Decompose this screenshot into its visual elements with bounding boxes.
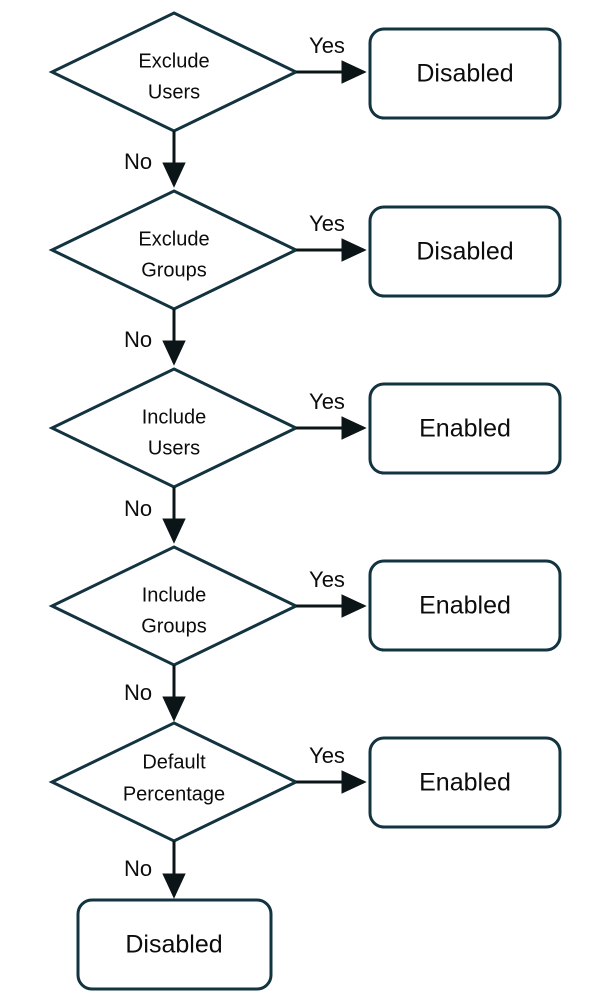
terminal-box-shape — [368, 559, 562, 652]
edge-yes-4: Yes — [296, 567, 367, 618]
outcome-enabled-1[interactable]: Enabled — [368, 382, 562, 475]
decision-include-groups[interactable]: Include Groups — [48, 545, 300, 667]
decision-diamond-shape — [48, 721, 300, 843]
outcome-enabled-3[interactable]: Enabled — [368, 736, 562, 829]
decision-label-line2: Percentage — [123, 783, 225, 805]
terminal-box-shape — [368, 27, 562, 120]
terminal-box-shape — [368, 736, 562, 829]
edge-label-no: No — [124, 149, 152, 174]
edge-yes-1: Yes — [296, 33, 367, 84]
edge-label-no: No — [124, 680, 152, 705]
terminal-label: Disabled — [125, 931, 222, 959]
edge-label-no: No — [124, 327, 152, 352]
edge-label-yes: Yes — [309, 743, 345, 768]
terminal-label: Enabled — [419, 415, 511, 443]
edge-label-no: No — [124, 496, 152, 521]
outcome-disabled-2[interactable]: Disabled — [368, 205, 562, 298]
decision-label-line1: Exclude — [138, 228, 209, 250]
decision-label-line2: Groups — [141, 615, 207, 637]
decision-label-line1: Exclude — [138, 50, 209, 72]
terminal-label: Disabled — [416, 60, 513, 88]
decision-default-percentage[interactable]: Default Percentage — [48, 721, 300, 843]
edge-label-yes: Yes — [309, 33, 345, 58]
terminal-label: Enabled — [419, 592, 511, 620]
decision-include-users[interactable]: Include Users — [48, 367, 300, 489]
edge-yes-5: Yes — [296, 743, 367, 794]
decision-label-line2: Users — [148, 437, 200, 459]
terminal-box-shape — [368, 382, 562, 475]
edge-yes-3: Yes — [296, 389, 367, 440]
outcome-enabled-2[interactable]: Enabled — [368, 559, 562, 652]
edge-no-3: No — [124, 487, 186, 544]
edge-no-2: No — [124, 309, 186, 366]
edge-no-5: No — [124, 841, 186, 899]
decision-label-line2: Groups — [141, 259, 207, 281]
outcome-disabled-final[interactable]: Disabled — [76, 898, 273, 991]
edge-no-4: No — [124, 665, 186, 722]
terminal-label: Disabled — [416, 238, 513, 266]
edge-label-yes: Yes — [309, 567, 345, 592]
decision-label-line1: Default — [142, 751, 206, 773]
decision-exclude-groups[interactable]: Exclude Groups — [48, 189, 300, 311]
decision-label-line1: Include — [142, 406, 207, 428]
terminal-label: Enabled — [419, 769, 511, 797]
edge-label-yes: Yes — [309, 211, 345, 236]
decision-exclude-users[interactable]: Exclude Users — [48, 11, 300, 133]
terminal-box-shape — [76, 898, 273, 991]
terminal-box-shape — [368, 205, 562, 298]
edge-no-1: No — [124, 131, 186, 188]
edge-label-no: No — [124, 856, 152, 881]
edge-yes-2: Yes — [296, 211, 367, 262]
edge-label-yes: Yes — [309, 389, 345, 414]
outcome-disabled-1[interactable]: Disabled — [368, 27, 562, 120]
decision-label-line1: Include — [142, 584, 207, 606]
decision-label-line2: Users — [148, 81, 200, 103]
